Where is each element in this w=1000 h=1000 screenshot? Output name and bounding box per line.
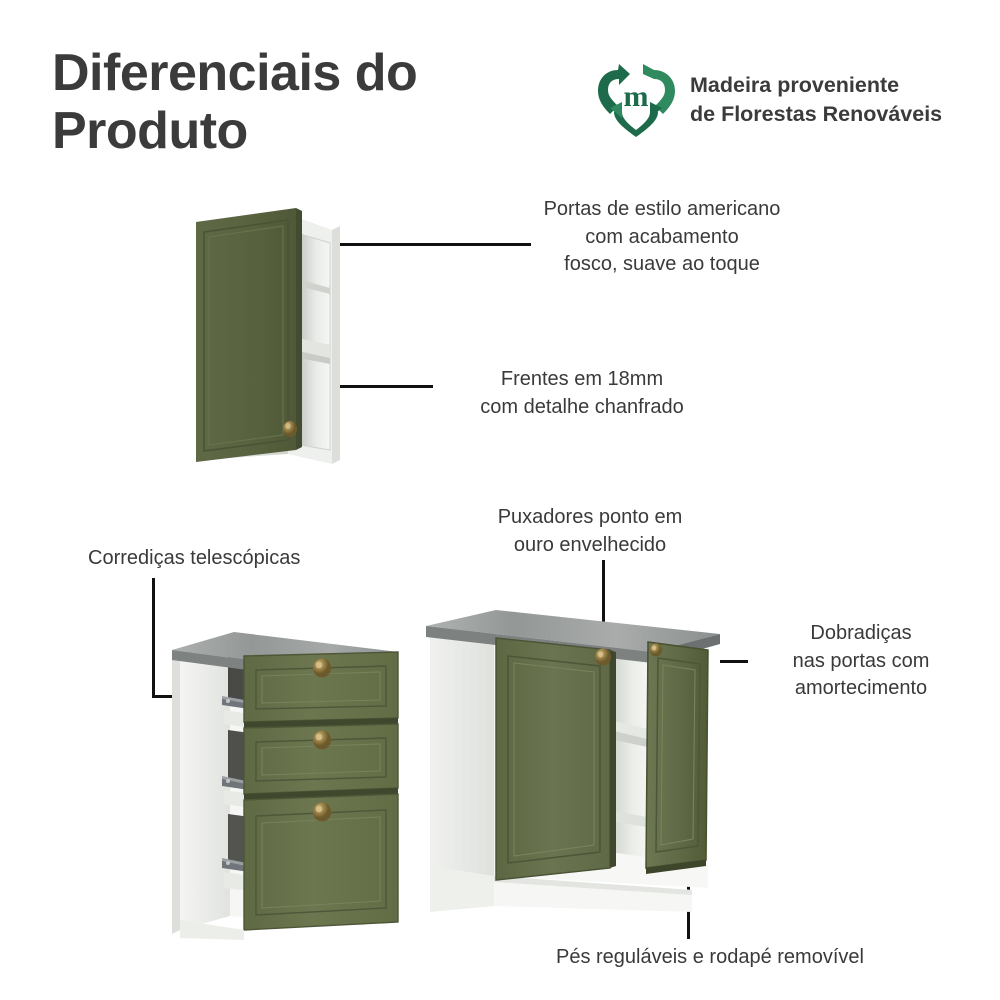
leader-line-doors xyxy=(306,243,531,246)
sustainability-logo: m Madeira proveniente de Florestas Renov… xyxy=(596,62,942,138)
leader-line-fronts xyxy=(329,385,433,388)
drawer-front xyxy=(243,651,399,728)
door-knob-gold xyxy=(595,648,611,666)
drawer-knob-gold xyxy=(313,658,331,678)
cabinet-shelf xyxy=(610,730,652,748)
drawer-front xyxy=(243,793,399,931)
logo-text: Madeira proveniente de Florestas Renováv… xyxy=(690,73,943,126)
door-knob-gold xyxy=(283,421,297,437)
callout-fronts: Frentes em 18mm com detalhe chanfrado xyxy=(480,368,684,418)
callout-hinges: Dobradiças nas portas com amortecimento xyxy=(792,622,930,700)
cabinet-body xyxy=(180,634,230,930)
cabinet-shelf xyxy=(294,350,330,364)
callout-slides: Corrediças telescópicas xyxy=(88,547,301,569)
callout-feet: Pés reguláveis e rodapé removível xyxy=(556,946,864,968)
drawer-cabinet-illustration xyxy=(160,600,402,940)
drawer-knob-gold xyxy=(313,730,331,750)
drawer-front xyxy=(243,723,399,800)
leader-line-hinges xyxy=(720,660,748,663)
cabinet-door-open xyxy=(645,641,709,874)
page-title: Diferenciais do Produto xyxy=(52,44,418,161)
plinth xyxy=(430,866,494,912)
cabinet-door xyxy=(495,637,616,881)
svg-text:m: m xyxy=(624,80,649,113)
base-cabinet-illustration xyxy=(420,600,732,912)
recycle-heart-logo-icon: m xyxy=(598,64,675,137)
leader-line-knobs xyxy=(602,560,605,622)
cabinet-interior xyxy=(610,642,652,858)
wall-cabinet-illustration xyxy=(180,192,362,480)
callout-doors: Portas de estilo americano com acabament… xyxy=(543,198,781,276)
cabinet-shelf xyxy=(294,278,330,294)
countertop xyxy=(426,610,720,652)
drawer-knob-gold xyxy=(313,802,331,822)
leader-line-slides xyxy=(152,578,155,698)
callout-knobs: Puxadores ponto em ouro envelhecido xyxy=(497,506,683,556)
door-knob-gold xyxy=(650,643,662,657)
plinth xyxy=(180,920,244,940)
cabinet-door xyxy=(196,208,296,462)
cabinet-body xyxy=(430,614,494,892)
